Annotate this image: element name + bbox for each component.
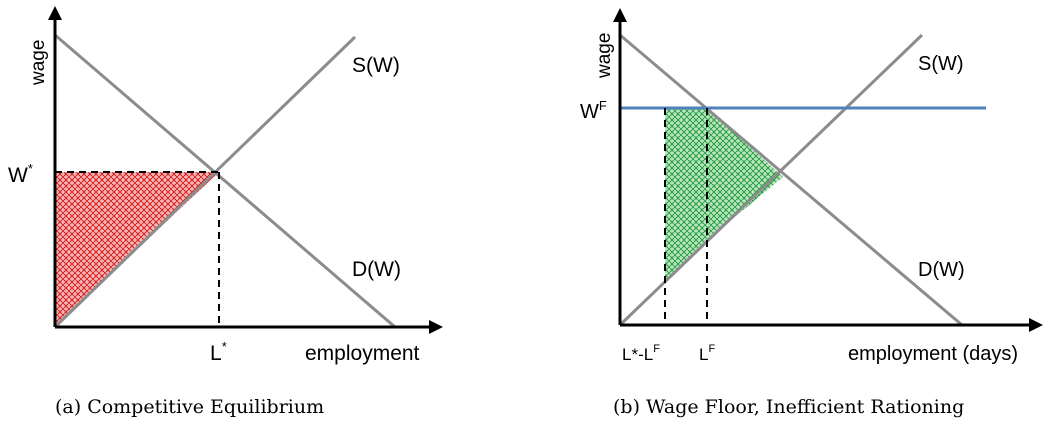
panel-b: wage S(W) D(W) WF L*-LF LF employment (d… (580, 8, 1043, 418)
y-axis-arrow-a (48, 6, 62, 20)
floor-employment-tick-label-b: LF (699, 343, 715, 364)
demand-curve-b (619, 33, 963, 327)
supply-label-b: S(W) (918, 53, 964, 75)
caption-b: (b) Wage Floor, Inefficient Rationing (613, 396, 964, 418)
y-axis-label-a: wage (28, 40, 49, 86)
x-axis-arrow-b (1029, 318, 1043, 332)
supply-curve-a (53, 35, 357, 329)
y-axis-label-b: wage (594, 33, 615, 79)
x-axis-label-a: employment (305, 342, 420, 365)
supply-label-a: S(W) (352, 54, 400, 77)
rationed-employment-tick-label-b: L*-LF (622, 343, 660, 364)
employment-tick-label-a: L* (210, 339, 227, 365)
wage-tick-label-a: W* (8, 161, 33, 187)
x-axis-label-b: employment (days) (848, 343, 1018, 365)
demand-curve-a (54, 33, 396, 329)
caption-a: (a) Competitive Equilibrium (55, 396, 324, 418)
wage-floor-tick-label-b: WF (580, 98, 607, 123)
demand-label-b: D(W) (918, 259, 965, 281)
demand-label-a: D(W) (352, 258, 401, 281)
supply-curve-b (618, 33, 924, 327)
panel-a: wage S(W) D(W) W* L* employment (a) Comp… (8, 6, 443, 418)
surplus-area-b (665, 108, 783, 283)
x-axis-arrow-a (429, 320, 443, 334)
y-axis-arrow-b (613, 8, 627, 22)
